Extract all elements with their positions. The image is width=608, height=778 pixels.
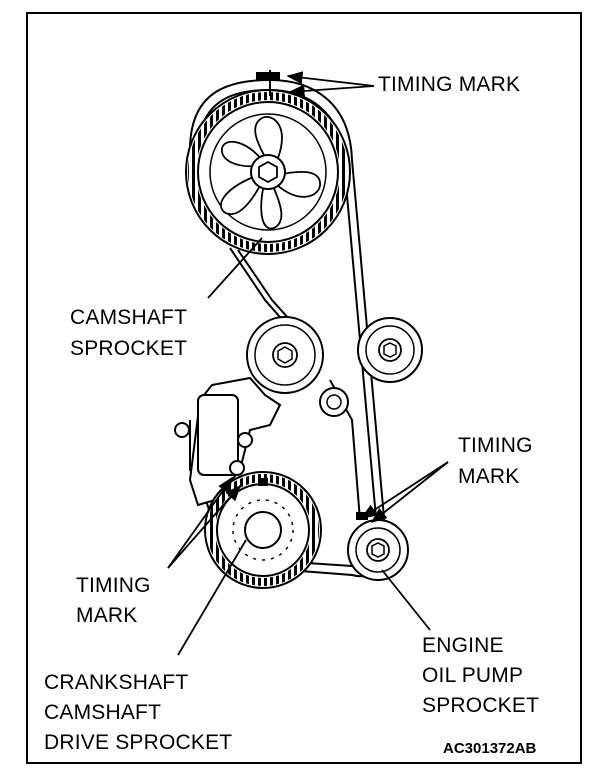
camshaft-sprocket [185,70,351,255]
oil-pump-sprocket-label-line3: SPROCKET [422,694,540,717]
timing-mark-right-label-line2: MARK [458,465,520,488]
oil-pump-sprocket [347,512,409,581]
timing-mark-right-label-line1: TIMING [458,434,533,457]
crankshaft-sprocket-label-line3: DRIVE SPROCKET [44,731,233,754]
oil-pump-sprocket-label-line2: OIL PUMP [422,664,524,687]
figure-code: AC301372AB [443,740,537,757]
bracket-bolt [319,387,349,417]
crankshaft-sprocket-label-line1: CRANKSHAFT [44,671,189,694]
crankshaft-sprocket [204,471,322,589]
timing-mark-left-label-line1: TIMING [76,574,151,597]
camshaft-sprocket-label-line1: CAMSHAFT [70,306,188,329]
idler-pulley [357,317,423,383]
oil-pump-sprocket-label-line1: ENGINE [422,634,504,657]
timing-mark-left-label-line2: MARK [76,604,138,627]
tensioner-pulley [246,316,324,394]
leader-lines [167,71,449,656]
timing-mark-top-label: TIMING MARK [378,73,521,96]
auto-tensioner [174,376,282,507]
camshaft-sprocket-label-line2: SPROCKET [70,337,188,360]
crankshaft-sprocket-label-line2: CAMSHAFT [44,701,162,724]
